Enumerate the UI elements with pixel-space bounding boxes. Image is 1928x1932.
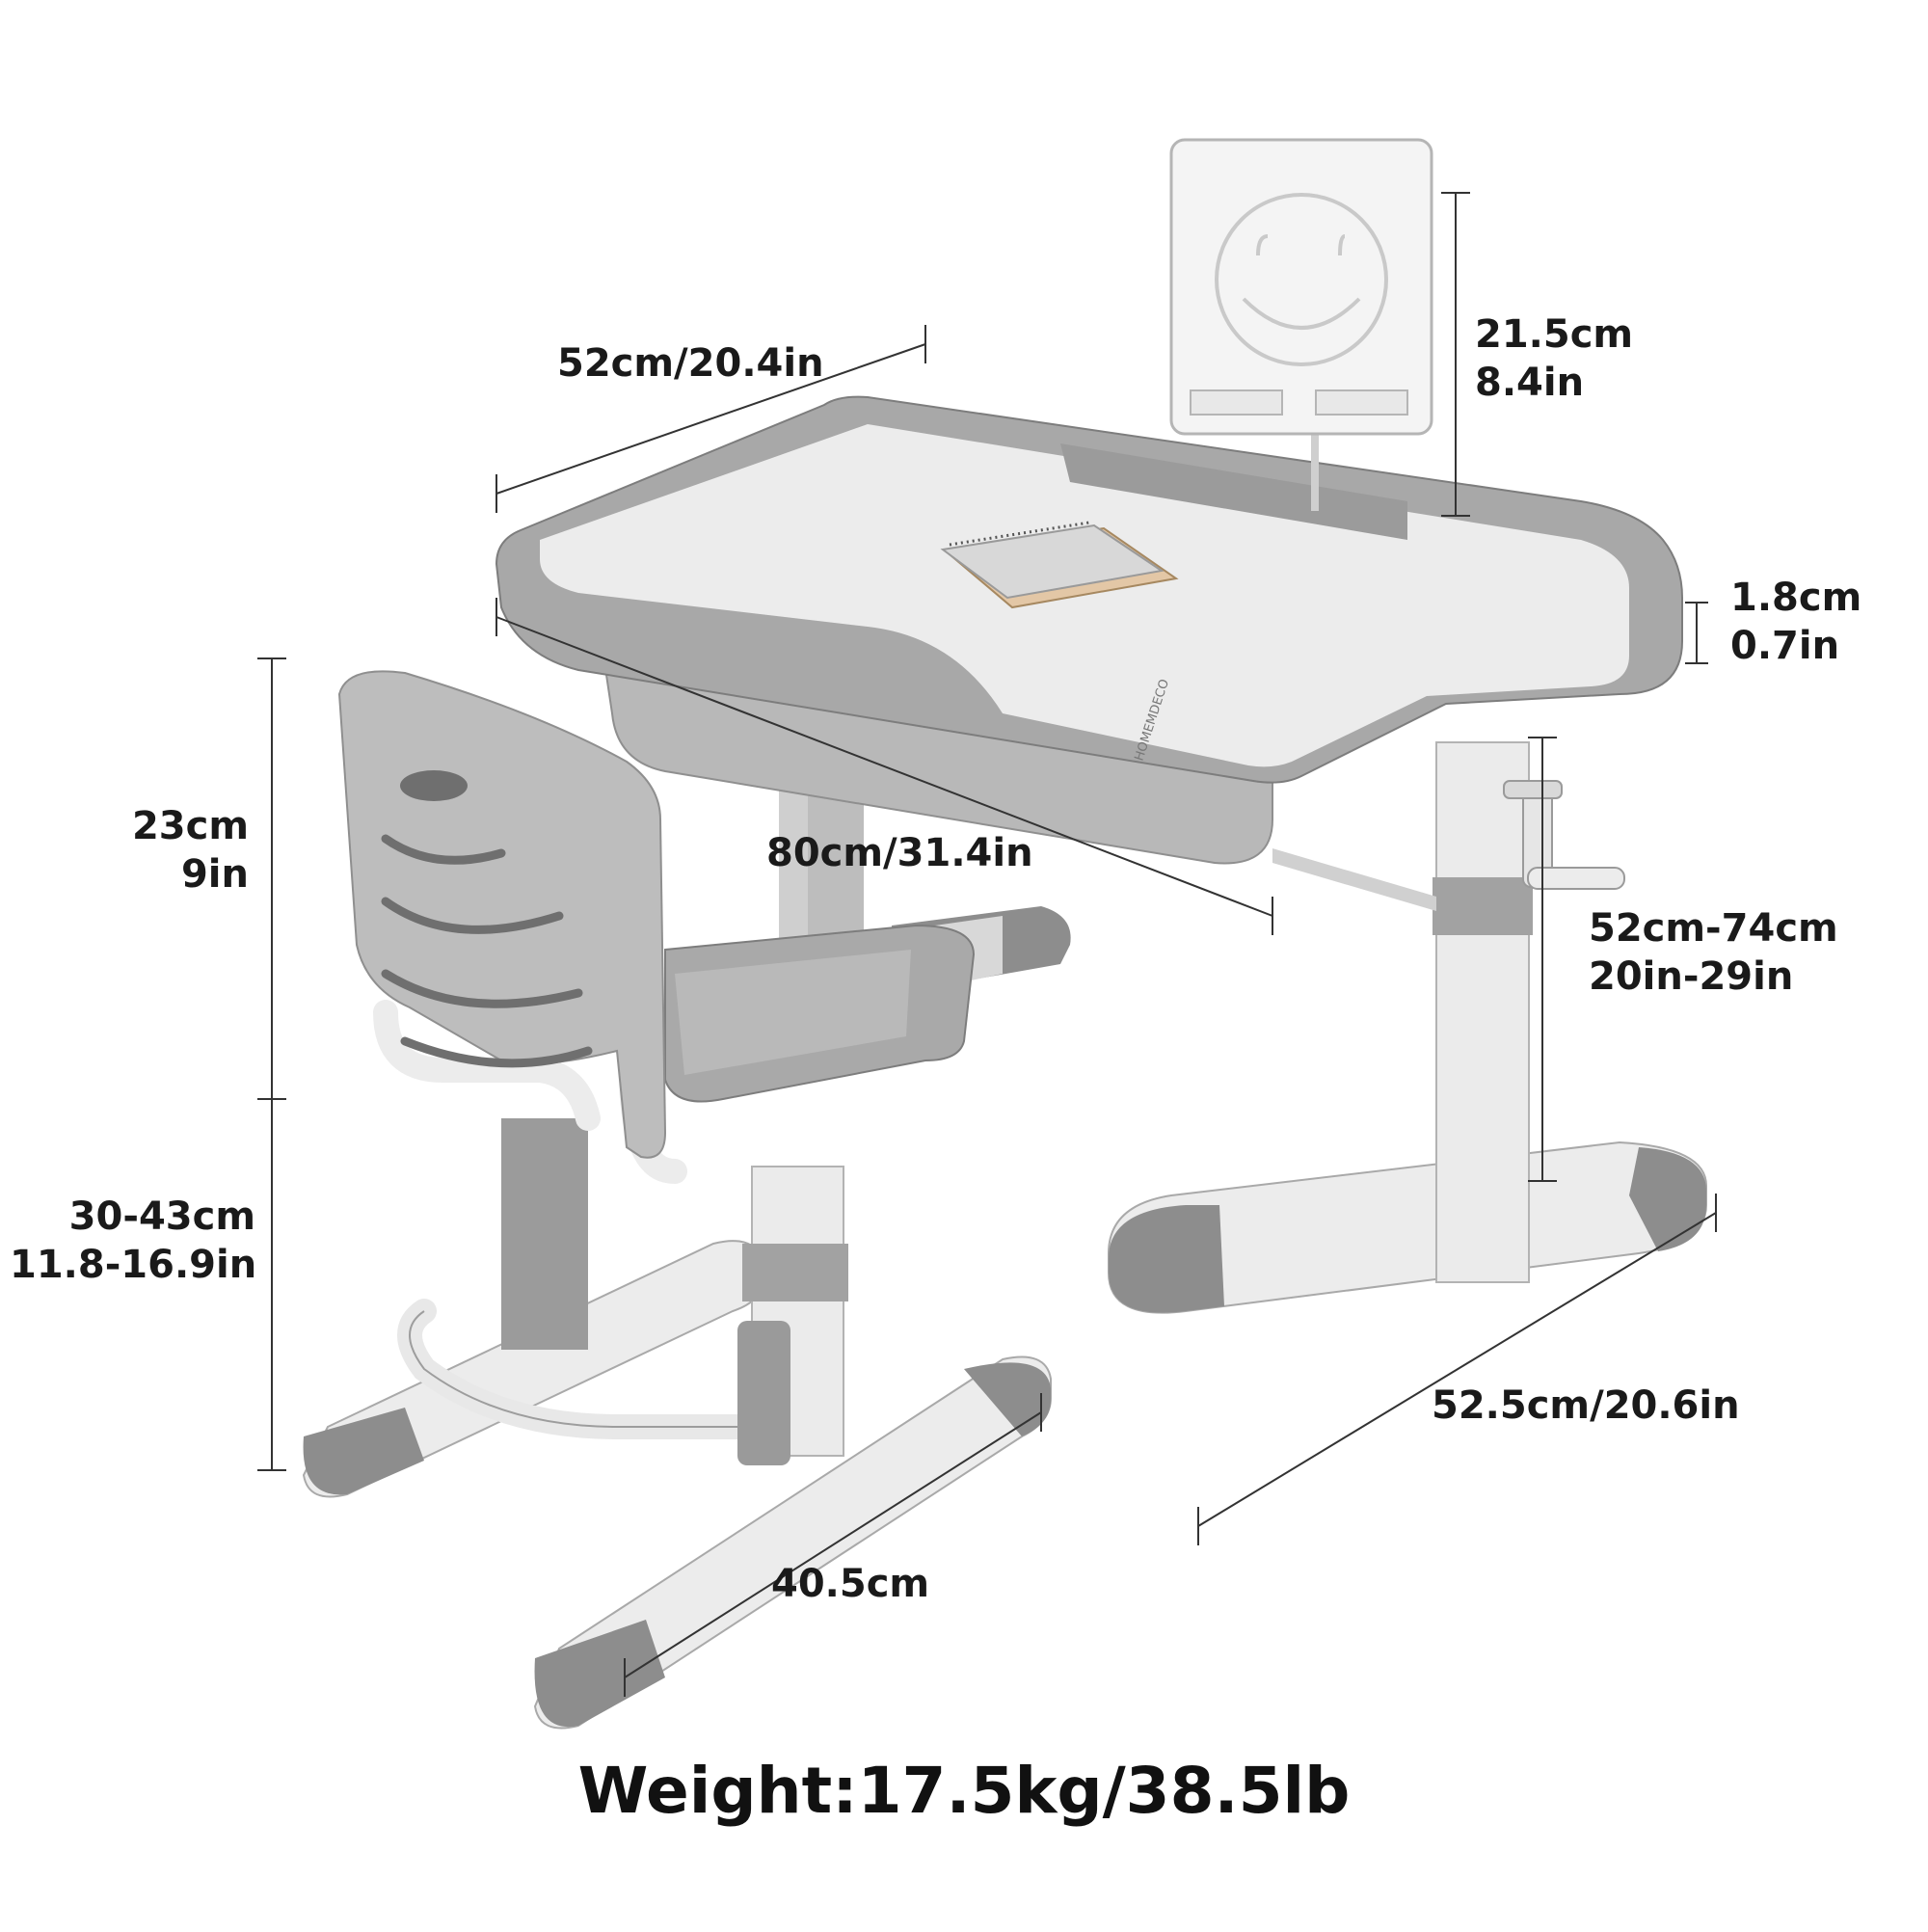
desk-pen-tray	[1060, 443, 1407, 540]
book-stand	[1169, 138, 1433, 511]
desk-height-clamp	[1433, 877, 1533, 935]
chair-base-line	[624, 1411, 1042, 1678]
chair-back-height-label: 23cm 9in	[131, 804, 249, 897]
desk-base-line	[1197, 1212, 1717, 1527]
desk-crossbar	[1272, 848, 1436, 911]
book-stand-height-label: 21.5cm 8.4in	[1475, 312, 1634, 405]
chair-base-length-label: 40.5cm	[771, 1562, 930, 1606]
desk-width-label: 80cm/31.4in	[766, 831, 1033, 875]
desk-depth-line	[495, 343, 926, 495]
chair-rear-leg	[501, 1118, 588, 1350]
dimension-lines	[257, 192, 1717, 1697]
desk-height-range-label: 52cm-74cm 20in-29in	[1589, 906, 1838, 999]
chair-back-frame	[373, 1000, 601, 1131]
desk-crank-handle	[1503, 780, 1625, 890]
chair-back-slots	[381, 834, 593, 1068]
chair-seat-height-range-label: 30-43cm 11.8-16.9in	[10, 1194, 257, 1287]
desk-base-length-label: 52.5cm/20.6in	[1432, 1383, 1740, 1428]
desk-right-leg	[1435, 741, 1530, 1283]
desk-foot-cap-front	[1109, 1205, 1224, 1313]
chair-height-clamp	[742, 1244, 848, 1301]
chair	[302, 670, 1052, 1730]
desk-foot-cap-back	[1629, 1147, 1706, 1251]
desk-depth-label: 52cm/20.4in	[557, 341, 824, 386]
weight-label: Weight:17.5kg/38.5lb	[577, 1754, 1351, 1828]
chair-back-handle-hole	[400, 770, 468, 801]
desk-edge-height-label: 1.8cm 0.7in	[1730, 576, 1862, 668]
chair-backrest	[337, 670, 667, 1159]
desk-width-line	[495, 616, 1273, 917]
notebook-on-desk	[940, 521, 1179, 609]
desk-right-foot	[1108, 1140, 1707, 1314]
